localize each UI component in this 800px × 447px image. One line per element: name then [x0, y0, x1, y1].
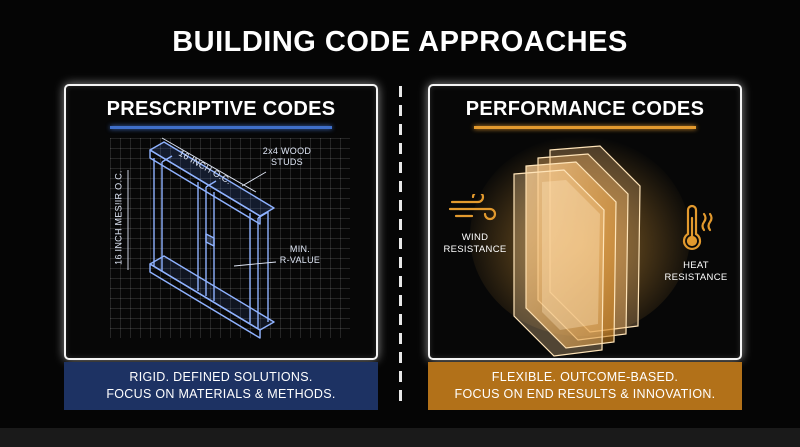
- page-title: BUILDING CODE APPROACHES: [172, 26, 628, 58]
- prescriptive-caption: RIGID. DEFINED SOLUTIONS. FOCUS ON MATER…: [64, 362, 378, 410]
- spacing-side-label: 16 INCH MES!IR O.C.: [113, 170, 124, 265]
- prescriptive-heading: PRESCRIPTIVE CODES: [106, 98, 336, 120]
- blueprint-grid: [110, 138, 350, 338]
- heat-label: HEAT RESISTANCE: [664, 260, 728, 283]
- wall-frame-diagram: [127, 137, 277, 339]
- thermometer-icon: [682, 204, 713, 251]
- performance-heading: PERFORMANCE CODES: [465, 98, 705, 120]
- wind-icon: [448, 194, 497, 221]
- prescriptive-panel: PRESCRIPTIVE CODES: [64, 84, 378, 360]
- studs-label: 2x4 WOOD STUDS: [262, 146, 312, 167]
- prescriptive-underline: [110, 126, 332, 129]
- rvalue-label: MIN. R-VALUE: [279, 244, 321, 265]
- bottom-band: [0, 428, 800, 447]
- wind-label: WIND RESISTANCE: [443, 232, 507, 255]
- performance-caption: FLEXIBLE. OUTCOME-BASED. FOCUS ON END RE…: [428, 362, 742, 410]
- performance-panel: PERFORMANCE CODES WIN: [428, 84, 742, 360]
- performance-underline: [474, 126, 696, 129]
- layered-panels-diagram: [470, 136, 690, 357]
- center-divider: [399, 86, 402, 406]
